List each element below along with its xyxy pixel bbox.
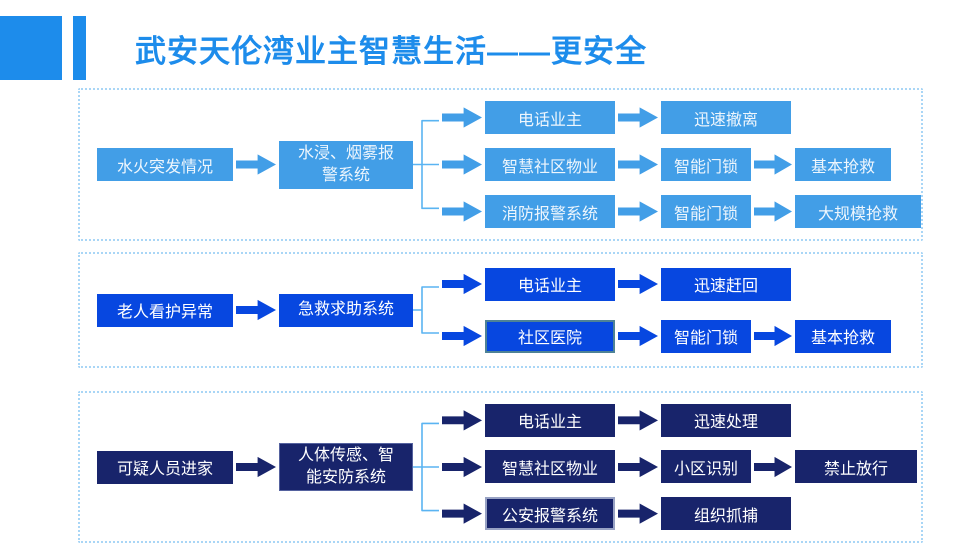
- arrow-right-icon: [442, 503, 482, 524]
- fork-connector-icon: [413, 403, 439, 531]
- arrow-right-icon: [442, 410, 482, 431]
- panel-security: 可疑人员进家 人体传感、智 能安防系统 电话业主 迅速处理 智慧社区物业 小区识…: [78, 391, 923, 543]
- flow-box: 社区医院: [485, 319, 615, 353]
- flow-row: 消防报警系统 智能门锁 大规模抢救: [439, 195, 921, 228]
- flow-box-trigger: 老人看护异常: [97, 293, 233, 327]
- arrow-right-icon: [442, 456, 482, 478]
- flow-box: 智能门锁: [661, 319, 751, 353]
- flow-box: 基本抢救: [795, 319, 891, 353]
- flow-row: 电话业主 迅速撤离: [439, 101, 921, 134]
- arrow-right-icon: [754, 456, 792, 478]
- flow-box: 智慧社区物业: [485, 148, 615, 181]
- arrow-right-icon: [618, 503, 658, 524]
- arrow-right-icon: [236, 154, 276, 175]
- flow-box-trigger: 水火突发情况: [97, 148, 233, 181]
- arrow-right-icon: [754, 325, 792, 347]
- arrow-right-icon: [442, 107, 482, 128]
- page-title: 武安天伦湾业主智慧生活——更安全: [135, 34, 647, 69]
- arrow-right-icon: [442, 273, 482, 295]
- arrow-right-icon: [236, 456, 276, 478]
- flow-box-trigger: 可疑人员进家: [97, 450, 233, 484]
- arrow-right-icon: [618, 154, 658, 175]
- flow-box: 公安报警系统: [485, 497, 615, 531]
- flow-box: 智能门锁: [661, 148, 751, 181]
- flow-box-system: 人体传感、智 能安防系统: [279, 443, 413, 491]
- decor-square: [0, 16, 62, 80]
- flow-box: 迅速撤离: [661, 101, 791, 134]
- arrow-right-icon: [442, 154, 482, 175]
- flow-box: 组织抓捕: [661, 497, 791, 531]
- flow-box-system: 急救求助系统: [279, 293, 413, 327]
- arrow-right-icon: [442, 201, 482, 222]
- flow-row: 社区医院 智能门锁 基本抢救: [439, 319, 921, 353]
- flow-box: 电话业主: [485, 267, 615, 301]
- arrow-right-icon: [618, 325, 658, 347]
- arrow-right-icon: [236, 299, 276, 321]
- flow-box: 大规模抢救: [795, 195, 921, 228]
- flow-box: 小区识别: [661, 450, 751, 484]
- flow-row: 公安报警系统 组织抓捕: [439, 497, 921, 531]
- arrow-right-icon: [754, 154, 792, 175]
- fork-connector-icon: [413, 100, 439, 229]
- arrow-right-icon: [442, 325, 482, 347]
- arrow-right-icon: [754, 201, 792, 222]
- arrow-right-icon: [618, 201, 658, 222]
- flow-box: 迅速赶回: [661, 267, 791, 301]
- flow-row: 智慧社区物业 智能门锁 基本抢救: [439, 148, 921, 181]
- flow-box: 电话业主: [485, 101, 615, 134]
- flow-row: 电话业主 迅速处理: [439, 403, 921, 437]
- flow-box: 智能门锁: [661, 195, 751, 228]
- flow-box: 迅速处理: [661, 403, 791, 437]
- arrow-right-icon: [618, 273, 658, 295]
- arrow-right-icon: [618, 410, 658, 431]
- decor-bar: [73, 16, 86, 80]
- flow-row: 智慧社区物业 小区识别 禁止放行: [439, 450, 921, 484]
- arrow-right-icon: [618, 107, 658, 128]
- flow-row: 电话业主 迅速赶回: [439, 267, 921, 301]
- flow-box: 智慧社区物业: [485, 450, 615, 484]
- arrow-right-icon: [618, 456, 658, 478]
- panel-water-fire: 水火突发情况 水浸、烟雾报 警系统 电话业主 迅速撤离 智慧社区物业 智能门锁: [78, 88, 923, 241]
- flow-box: 消防报警系统: [485, 195, 615, 228]
- fork-connector-icon: [413, 264, 439, 356]
- flow-box: 禁止放行: [795, 450, 917, 484]
- flow-box: 基本抢救: [795, 148, 891, 181]
- panel-elderly-care: 老人看护异常 急救求助系统 电话业主 迅速赶回 社区医院 智能门锁: [78, 252, 923, 368]
- flow-box: 电话业主: [485, 403, 615, 437]
- flow-box-system: 水浸、烟雾报 警系统: [279, 140, 413, 189]
